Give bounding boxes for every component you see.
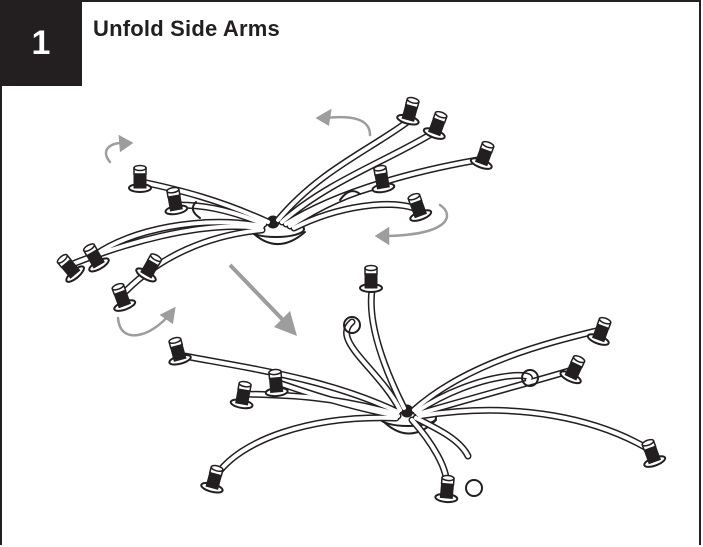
folded-fixture [51,94,501,315]
step-number-badge: 1 [0,0,82,86]
curved-rotate-arrows [104,108,449,337]
step-title: Unfold Side Arms [93,16,280,41]
step-number: 1 [31,23,51,62]
unfolded-fixture [162,264,668,504]
down-right-arrow [228,263,297,336]
